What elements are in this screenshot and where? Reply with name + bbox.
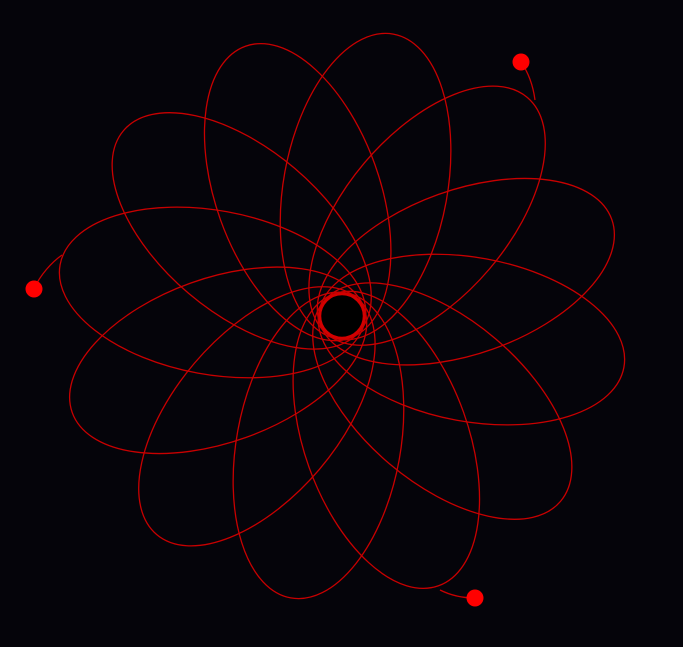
orbit-trail-11 xyxy=(308,85,546,346)
orbit-trail-3 xyxy=(292,290,481,590)
orbit-trail-5 xyxy=(138,286,376,547)
orbit-trail-4 xyxy=(232,291,405,600)
orbiting-body-2 xyxy=(512,53,530,71)
orbit-trail-8 xyxy=(111,112,372,350)
central-body xyxy=(318,292,366,340)
orbit-trail-9 xyxy=(203,42,392,342)
orbit-trail-2 xyxy=(312,282,573,520)
orbit-trail-1 xyxy=(317,253,626,426)
orbit-trails xyxy=(33,32,626,600)
orbit-trail-12 xyxy=(316,177,616,366)
orbiting-bodies xyxy=(25,53,530,607)
orbit-trail-6 xyxy=(68,266,368,455)
orbit-trail-10 xyxy=(279,32,452,341)
orbiting-body-1 xyxy=(25,280,43,298)
orbit-trail-7 xyxy=(58,206,367,379)
orbiting-body-3 xyxy=(466,589,484,607)
